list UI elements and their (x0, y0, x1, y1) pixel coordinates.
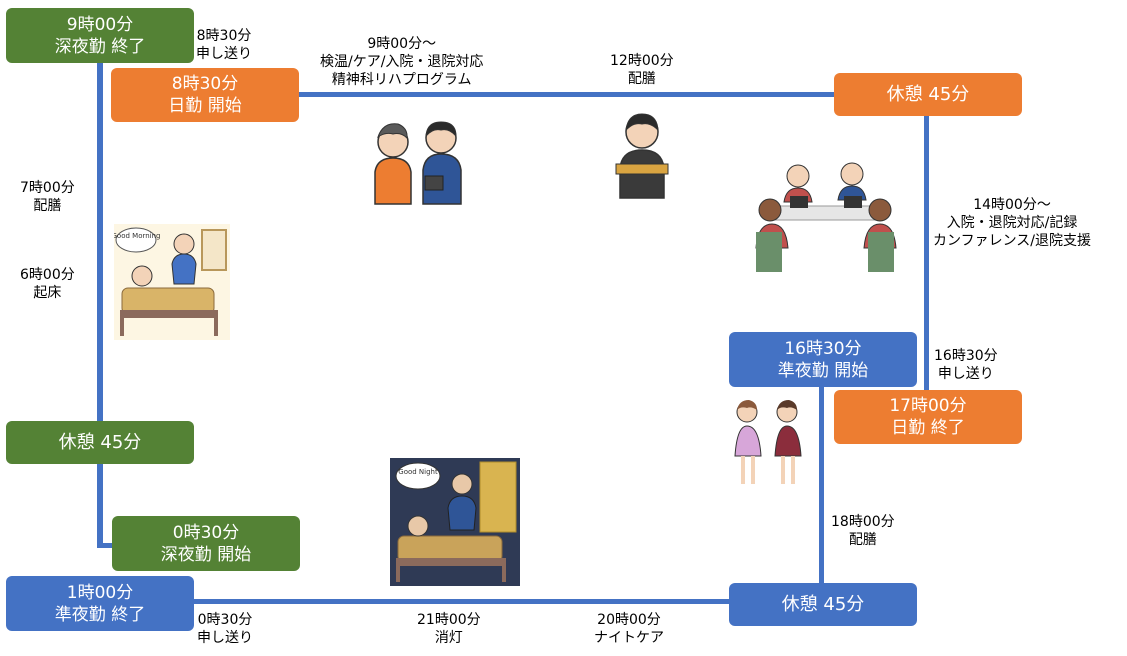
label-breakfast: 7時00分 配膳 (20, 180, 75, 214)
night-shift-end-label: 深夜勤 終了 (54, 36, 146, 57)
label-afternoon-tasks: 14時00分～ 入院・退院対応/記録 カンファレンス/退院支援 (933, 197, 1092, 249)
label-lunch: 12時00分 配膳 (610, 53, 674, 87)
night-shift-start-time: 0時30分 (172, 522, 240, 543)
good-night-illustration: Good Night (390, 458, 520, 586)
evening-shift-end-time: 1時00分 (66, 582, 134, 603)
evening-shift-start-box: 16時30分 準夜勤 開始 (729, 332, 917, 387)
label-lights-out: 21時00分 消灯 (417, 612, 481, 646)
day-shift-start-box: 8時30分 日勤 開始 (111, 68, 299, 122)
night-break-box: 休憩 45分 (6, 421, 194, 464)
day-shift-start-label: 日勤 開始 (168, 96, 242, 116)
label-handover-evening: 16時30分 申し送り (934, 348, 998, 382)
label-handover-night: 0時30分 申し送り (197, 612, 253, 646)
evening-shift-end-label: 準夜勤 終了 (54, 604, 146, 625)
timeline-bottom-horizontal (192, 599, 732, 604)
evening-shift-start-time: 16時30分 (784, 338, 862, 359)
label-handover-morning: 8時30分 申し送り (196, 28, 252, 62)
timeline-left-vertical (97, 58, 103, 548)
day-shift-end-time: 17時00分 (889, 396, 967, 416)
timeline-left-bottom-connector (97, 543, 117, 548)
label-wake-up: 6時00分 起床 (20, 267, 75, 301)
label-night-care: 20時00分 ナイトケア (594, 612, 664, 646)
evening-shift-start-label: 準夜勤 開始 (777, 360, 869, 381)
night-break-label: 休憩 45分 (58, 431, 142, 453)
timeline-inner-vertical (819, 386, 824, 586)
day-shift-end-box: 17時00分 日勤 終了 (834, 390, 1022, 444)
conference-illustration (755, 162, 897, 272)
nurses-standing-illustration (734, 400, 802, 484)
timeline-right-vertical (924, 114, 929, 392)
night-shift-end-box: 9時00分 深夜勤 終了 (6, 8, 194, 63)
day-shift-end-label: 日勤 終了 (891, 418, 965, 438)
day-break-label: 休憩 45分 (886, 83, 970, 105)
night-shift-end-time: 9時00分 (66, 14, 134, 35)
good-morning-text: Good Morning (114, 232, 161, 240)
good-night-text: Good Night (398, 468, 438, 476)
label-dinner: 18時00分 配膳 (831, 514, 895, 548)
day-break-box: 休憩 45分 (834, 73, 1022, 116)
evening-shift-end-box: 1時00分 準夜勤 終了 (6, 576, 194, 631)
night-shift-start-box: 0時30分 深夜勤 開始 (112, 516, 300, 571)
timeline-top-horizontal (298, 92, 838, 97)
evening-break-box: 休憩 45分 (729, 583, 917, 626)
nurses-talking-illustration (374, 121, 462, 205)
good-morning-illustration: Good Morning (114, 224, 230, 340)
day-shift-start-time: 8時30分 (171, 74, 239, 94)
serving-meal-illustration (615, 113, 669, 199)
night-shift-start-label: 深夜勤 開始 (160, 544, 252, 565)
label-morning-tasks: 9時00分～ 検温/ケア/入院・退院対応 精神科リハプログラム (320, 36, 484, 88)
evening-break-label: 休憩 45分 (781, 593, 865, 615)
